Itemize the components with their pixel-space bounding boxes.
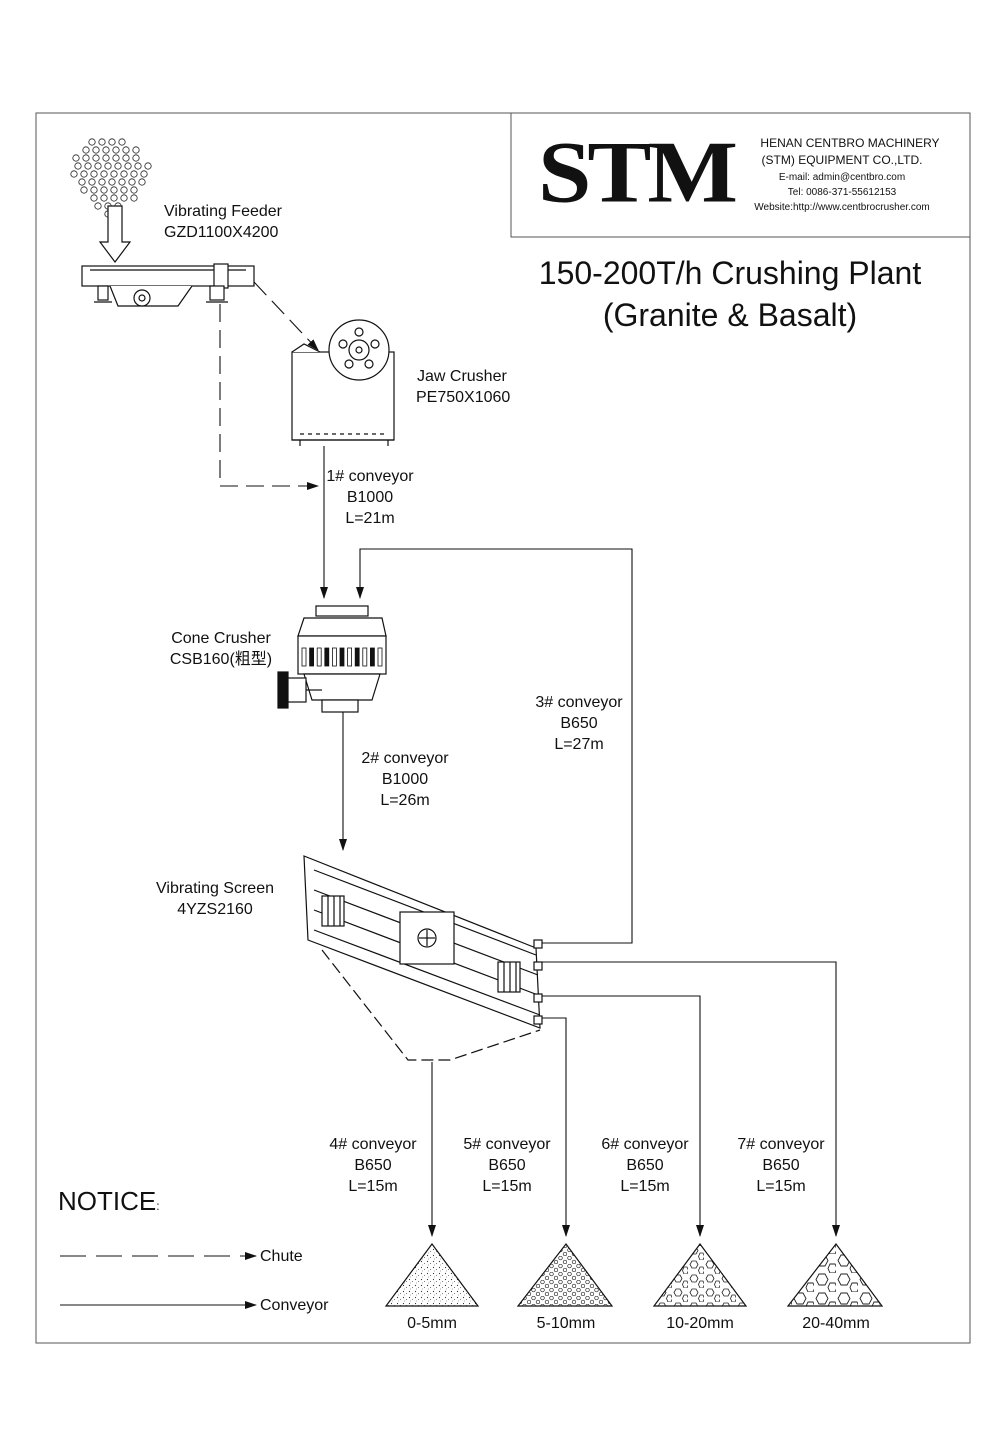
conveyor-4-width: B650 — [354, 1157, 392, 1174]
conveyor-1-width: B1000 — [346, 489, 394, 506]
conveyor-5-line — [542, 1017, 570, 1237]
notice-colon: : — [156, 1199, 160, 1213]
legend-chute-label: Chute — [260, 1248, 303, 1265]
conveyor-1-label: 1# conveyor B1000 L=21m — [320, 466, 420, 529]
notice-heading: NOTICE: — [58, 1186, 160, 1216]
stockpile-icon — [652, 1242, 748, 1307]
company-email: E-mail: admin@centbro.com — [778, 172, 906, 183]
conveyor-3-length: L=27m — [554, 736, 604, 753]
cone-crusher-icon — [277, 605, 387, 713]
company-tel: Tel: 0086-371-55612153 — [787, 187, 897, 198]
notice-title: NOTICE — [58, 1186, 157, 1216]
product-label: 0-5mm — [407, 1315, 457, 1332]
conveyor-6-label: 6# conveyor B650 L=15m — [590, 1134, 700, 1197]
hopper-material-icon — [70, 138, 152, 263]
conveyor-2-label: 2# conveyor B1000 L=26m — [350, 748, 460, 811]
cone-model: CSB160(粗型) — [169, 651, 273, 668]
screen-model: 4YZS2160 — [177, 901, 253, 918]
conveyor-5-length: L=15m — [482, 1178, 532, 1195]
screen-name: Vibrating Screen — [156, 880, 274, 897]
conveyor-6-length: L=15m — [620, 1178, 670, 1195]
conveyor-7-width: B650 — [762, 1157, 800, 1174]
company-header-box — [510, 112, 971, 238]
conveyor-1-length: L=21m — [345, 510, 395, 527]
conveyor-1-name: 1# conveyor — [326, 468, 414, 485]
cone-name: Cone Crusher — [171, 630, 271, 647]
conveyor-6-line — [542, 995, 704, 1237]
feeder-model: GZD1100X4200 — [164, 224, 279, 241]
title-line1: 150-200T/h Crushing Plant — [538, 255, 922, 291]
feeder-name: Vibrating Feeder — [164, 203, 282, 220]
page-title: 150-200T/h Crushing Plant (Granite & Bas… — [500, 252, 960, 336]
product-label: 20-40mm — [802, 1315, 870, 1332]
conveyor-3-line — [356, 548, 633, 944]
company-logo: STM — [538, 122, 738, 221]
vibrating-feeder-icon — [81, 263, 255, 307]
stockpile-icon — [786, 1243, 884, 1307]
conveyor-6-name: 6# conveyor — [601, 1136, 689, 1153]
conveyor-5-name: 5# conveyor — [463, 1136, 551, 1153]
product-label: 10-20mm — [666, 1315, 734, 1332]
jaw-crusher-icon — [291, 319, 395, 446]
conveyor-3-label: 3# conveyor B650 L=27m — [524, 692, 634, 755]
conveyor-3-width: B650 — [560, 715, 598, 732]
conveyor-4-name: 4# conveyor — [329, 1136, 417, 1153]
conveyor-7-label: 7# conveyor B650 L=15m — [726, 1134, 836, 1197]
conveyor-6-width: B650 — [626, 1157, 664, 1174]
company-website: Website:http://www.centbrocrusher.com — [754, 202, 930, 213]
conveyor-7-name: 7# conveyor — [737, 1136, 825, 1153]
cone-label: Cone Crusher CSB160(粗型) — [154, 628, 288, 670]
conveyor-4-label: 4# conveyor B650 L=15m — [318, 1134, 428, 1197]
product-label: 5-10mm — [536, 1315, 596, 1332]
vibrating-screen-icon — [303, 855, 543, 1061]
conveyor-5-width: B650 — [488, 1157, 526, 1174]
company-name-line2: (STM) EQUIPMENT CO.,LTD. — [761, 153, 923, 167]
title-line2: (Granite & Basalt) — [602, 297, 858, 333]
screen-label: Vibrating Screen 4YZS2160 — [140, 878, 290, 920]
jaw-model: PE750X1060 — [416, 389, 511, 406]
jaw-label: Jaw Crusher PE750X1060 — [416, 366, 510, 408]
conveyor-2-length: L=26m — [380, 792, 430, 809]
conveyor-2-name: 2# conveyor — [361, 750, 449, 767]
chute-feeder-to-jaw — [253, 281, 319, 351]
chute-feeder-bypass — [219, 304, 319, 490]
stockpile-icon — [384, 1242, 480, 1307]
company-name-line1: HENAN CENTBRO MACHINERY — [760, 136, 940, 150]
conveyor-7-line — [542, 961, 840, 1237]
legend-conveyor-label: Conveyor — [260, 1297, 329, 1314]
page-frame — [35, 112, 971, 1344]
jaw-name: Jaw Crusher — [417, 368, 507, 385]
conveyor-2-width: B1000 — [381, 771, 429, 788]
conveyor-7-length: L=15m — [756, 1178, 806, 1195]
conveyor-4-length: L=15m — [348, 1178, 398, 1195]
feeder-label: Vibrating Feeder GZD1100X4200 — [164, 201, 282, 243]
conveyor-5-label: 5# conveyor B650 L=15m — [452, 1134, 562, 1197]
conveyor-3-name: 3# conveyor — [535, 694, 623, 711]
stockpile-icon — [516, 1243, 614, 1307]
